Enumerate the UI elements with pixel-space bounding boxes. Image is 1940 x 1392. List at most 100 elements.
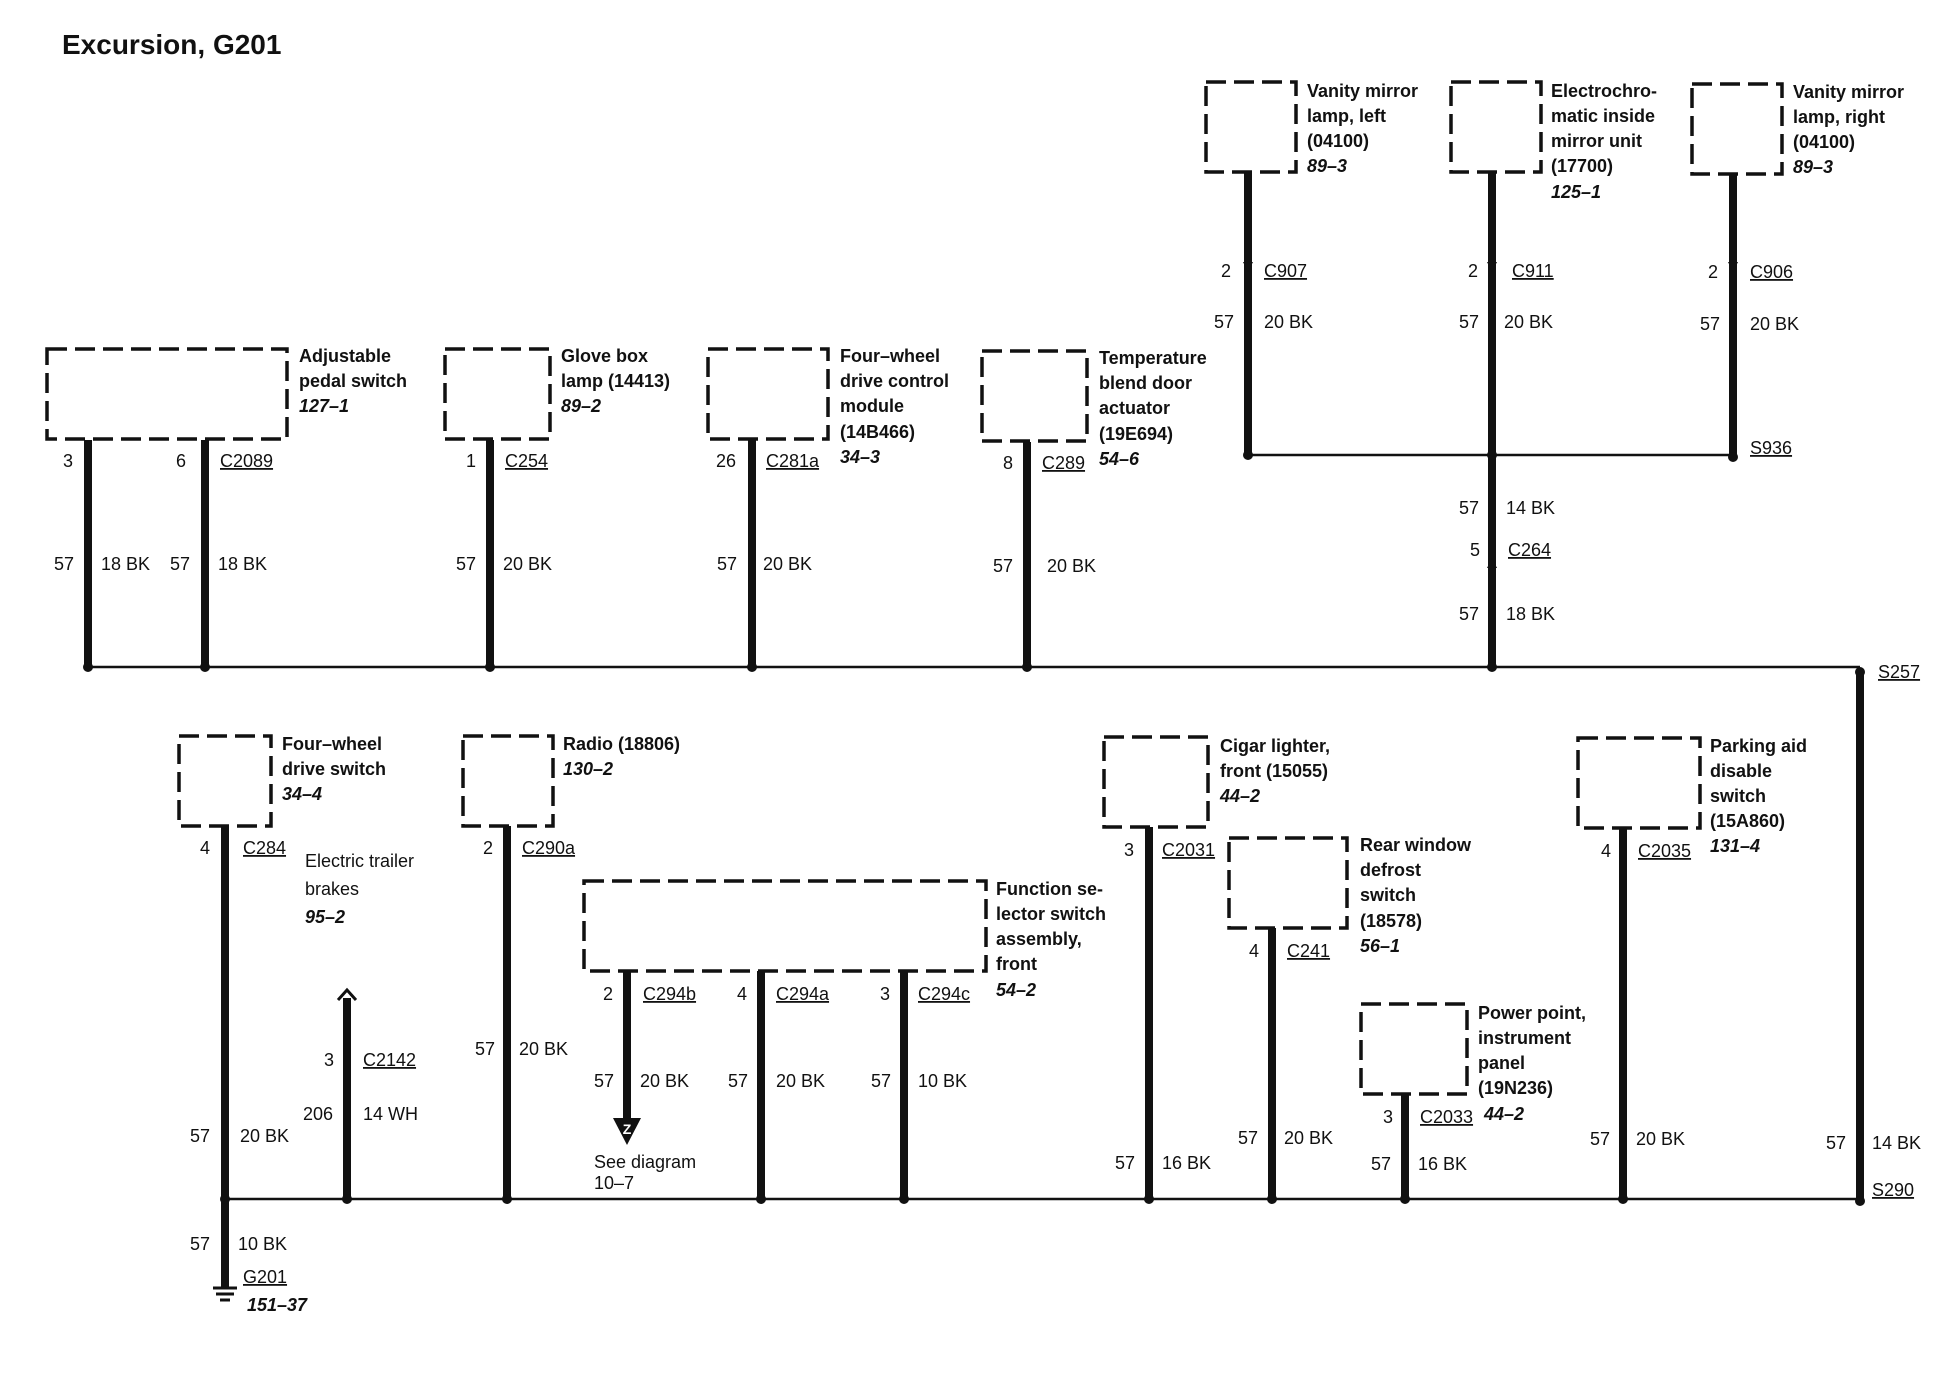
c2089-b-circuit: 57 [170, 554, 190, 574]
c2089-b-wire: 18 BK [218, 554, 267, 574]
four-wheel-drive-module-group: Four–wheel drive control module (14B466)… [706, 346, 949, 672]
c290a-connector: C290a [522, 838, 576, 858]
c2035-pin: 4 [1601, 841, 1611, 861]
c2031-pin: 3 [1124, 840, 1134, 860]
c294c-circuit: 57 [871, 1071, 891, 1091]
function-selector-label-2: lector switch [996, 904, 1106, 924]
radio-box [461, 734, 555, 828]
c2031-connector: C2031 [1162, 840, 1215, 860]
junction-c2031 [1144, 1194, 1154, 1204]
cigar-lighter-box [1102, 735, 1210, 829]
c294c-wire: 10 BK [918, 1071, 967, 1091]
splice-s936-label: S936 [1750, 438, 1792, 458]
c2035-connector: C2035 [1638, 841, 1691, 861]
power-point-group: Power point, instrument panel (19N236) 3… [1359, 1002, 1586, 1204]
rear-defrost-switch-box [1227, 836, 1349, 930]
c2142-connector: C2142 [363, 1050, 416, 1070]
trailer-brakes-ref: 95–2 [305, 907, 345, 927]
junction-c284 [220, 1194, 230, 1204]
c294a-wire: 20 BK [776, 1071, 825, 1091]
electrochromatic-label-1: Electrochro- [1551, 81, 1657, 101]
c911-circuit: 57 [1459, 312, 1479, 332]
four-wheel-drive-switch-group: Four–wheel drive switch 34–4 4 C284 57 2… [177, 734, 386, 1287]
c906-tip-icon [1728, 262, 1738, 272]
s257-s290-wire: 14 BK [1872, 1133, 1921, 1153]
c2089-pin6: 6 [176, 451, 186, 471]
parking-aid-label-3: switch [1710, 786, 1766, 806]
parking-aid-label-1: Parking aid [1710, 736, 1807, 756]
c2033-circuit: 57 [1371, 1154, 1391, 1174]
c289-connector: C289 [1042, 453, 1085, 473]
vanity-mirror-right-ref: 89–3 [1793, 157, 1833, 177]
splice-s936-dot [1728, 452, 1738, 462]
page-title: Excursion, G201 [62, 29, 281, 60]
fwd-module-label-4: (14B466) [840, 422, 915, 442]
junction-c2089-a [83, 662, 93, 672]
rear-defrost-switch-group: Rear window defrost switch (18578) 56–1 … [1227, 835, 1472, 1204]
splice-s290-dot [1855, 1196, 1865, 1206]
c911-tip-icon [1487, 262, 1497, 272]
c241-connector: C241 [1287, 941, 1330, 961]
four-wheel-drive-switch-box [177, 734, 273, 828]
fwd-module-label-3: module [840, 396, 904, 416]
junction-c2035 [1618, 1194, 1628, 1204]
power-point-label-3: panel [1478, 1053, 1525, 1073]
function-selector-label-1: Function se- [996, 879, 1103, 899]
rear-defrost-label-1: Rear window [1360, 835, 1472, 855]
rear-defrost-label-4: (18578) [1360, 911, 1422, 931]
c294b-wire: 20 BK [640, 1071, 689, 1091]
c254-circuit: 57 [456, 554, 476, 574]
electrochromatic-ref: 125–1 [1551, 182, 1601, 202]
vanity-mirror-right-label-2: lamp, right [1793, 107, 1885, 127]
c254-connector: C254 [505, 451, 548, 471]
function-selector-switch-box [582, 879, 988, 973]
power-point-label-2: instrument [1478, 1028, 1571, 1048]
c241-wire: 20 BK [1284, 1128, 1333, 1148]
ground-g201-label: G201 [243, 1267, 287, 1287]
pedal-switch-label-2: pedal switch [299, 371, 407, 391]
c2089-a-wire: 18 BK [101, 554, 150, 574]
c281a-circuit: 57 [717, 554, 737, 574]
ground-wire: 10 BK [238, 1234, 287, 1254]
ground-g201-ref: 151–37 [247, 1295, 308, 1315]
c907-pin: 2 [1221, 261, 1231, 281]
fwd-switch-label-2: drive switch [282, 759, 386, 779]
offpage-label-2: 10–7 [594, 1173, 634, 1193]
electrochromatic-label-4: (17700) [1551, 156, 1613, 176]
c906-wire: 20 BK [1750, 314, 1799, 334]
c241-pin: 4 [1249, 941, 1259, 961]
c2035-wire: 20 BK [1636, 1129, 1685, 1149]
junction-c281a [747, 662, 757, 672]
c907-wire: 20 BK [1264, 312, 1313, 332]
c2033-ref: 44–2 [1483, 1104, 1524, 1124]
c294a-pin: 4 [737, 984, 747, 1004]
electrochromatic-mirror-group: Electrochro- matic inside mirror unit (1… [1449, 80, 1657, 672]
s257-s290-circuit: 57 [1826, 1133, 1846, 1153]
c294c-pin: 3 [880, 984, 890, 1004]
temperature-blend-actuator-group: Temperature blend door actuator (19E694)… [980, 348, 1207, 672]
trailer-brakes-label-1: Electric trailer [305, 851, 414, 871]
function-selector-switch-group: Function se- lector switch assembly, fro… [582, 879, 1106, 1204]
c2033-pin: 3 [1383, 1107, 1393, 1127]
pedal-switch-ref: 127–1 [299, 396, 349, 416]
c2142-wire: 14 WH [363, 1104, 418, 1124]
c907-tip-icon [1243, 262, 1253, 272]
c294a-connector: C294a [776, 984, 830, 1004]
function-selector-label-3: assembly, [996, 929, 1082, 949]
c264-upper-circuit: 57 [1459, 498, 1479, 518]
glove-box-ref: 89–2 [561, 396, 601, 416]
c911-wire: 20 BK [1504, 312, 1553, 332]
adjustable-pedal-switch-group: Adjustable pedal switch 127–1 3 6 C2089 … [45, 346, 407, 672]
junction-c289 [1022, 662, 1032, 672]
junction-c2142 [342, 1194, 352, 1204]
four-wheel-drive-module-box [706, 347, 830, 441]
c2031-wire: 16 BK [1162, 1153, 1211, 1173]
c294b-connector: C294b [643, 984, 696, 1004]
s257-s290-group: S257 57 14 BK S290 [1826, 662, 1921, 1206]
trailer-brakes-label-2: brakes [305, 879, 359, 899]
junction-c294a [756, 1194, 766, 1204]
vanity-mirror-right-label-1: Vanity mirror [1793, 82, 1904, 102]
c2089-connector: C2089 [220, 451, 273, 471]
c281a-connector: C281a [766, 451, 820, 471]
temp-blend-ref: 54–6 [1099, 449, 1140, 469]
